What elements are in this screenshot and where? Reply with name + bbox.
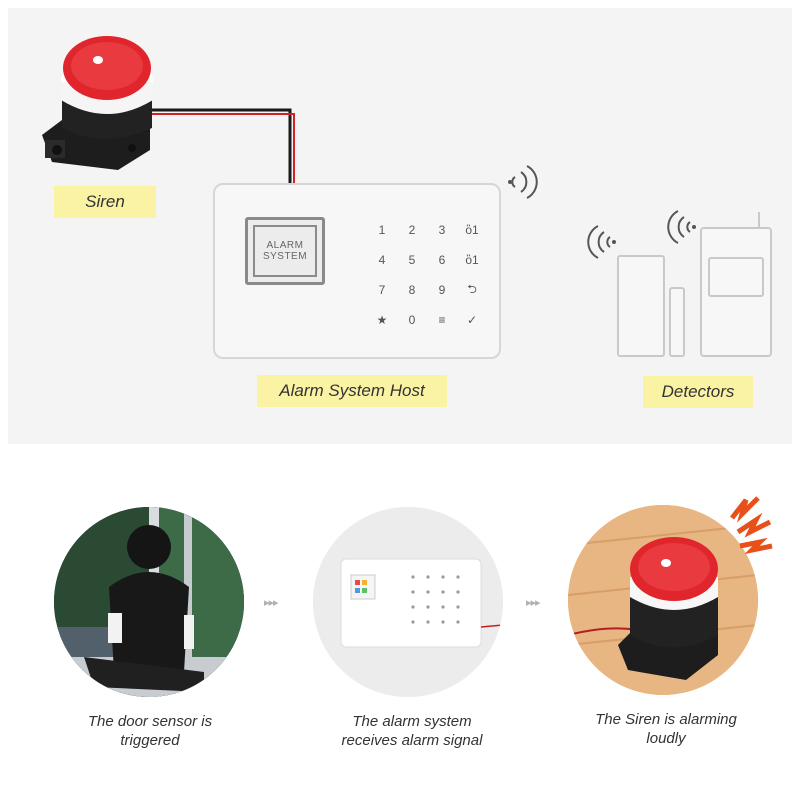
alarm-host-device: ALARM SYSTEM 1 2 3 ὂ1 4 5 6 ὂ1 7 8 9 ⮌ ★… — [213, 183, 501, 359]
step3-caption-line1: The Siren is alarming — [595, 711, 737, 728]
key-3: 3 — [438, 223, 446, 237]
key-arm-1: ὂ1 — [465, 223, 479, 237]
step1-caption-line2: triggered — [120, 732, 180, 749]
flow-arrow-2: ▸▸▸ — [526, 597, 541, 609]
key-confirm: ✓ — [466, 313, 478, 327]
step1-caption: The door sensor is triggered — [40, 712, 260, 750]
step1-caption-line1: The door sensor is — [87, 713, 213, 730]
step1-photo — [54, 507, 244, 697]
step2-caption-line1: The alarm system — [352, 713, 472, 730]
siren-wire-black — [150, 108, 292, 185]
system-diagram — [42, 36, 772, 357]
key-7: 7 — [378, 283, 386, 297]
key-0: 0 — [408, 313, 416, 327]
key-2: 2 — [408, 223, 416, 237]
key-8: 8 — [408, 283, 416, 297]
key-arm-2: ὂ1 — [465, 253, 479, 267]
step3-caption-line2: loudly — [646, 730, 686, 747]
step3-caption: The Siren is alarming loudly — [556, 710, 776, 748]
detector-signal-icon — [587, 225, 616, 259]
key-9: 9 — [438, 283, 446, 297]
key-star: ★ — [376, 313, 388, 327]
step2-caption: The alarm system receives alarm signal — [302, 712, 522, 750]
key-6: 6 — [438, 253, 446, 267]
siren-device-icon — [42, 36, 153, 170]
screen-text-line1: ALARM — [266, 240, 304, 251]
alarm-burst-icon — [730, 496, 773, 555]
screen-text-line2: SYSTEM — [262, 251, 308, 262]
alarm-host-label: Alarm System Host — [257, 375, 447, 407]
wireless-signal-icon — [508, 165, 538, 199]
door-sensor-icon — [617, 255, 685, 357]
host-keypad: 1 2 3 ὂ1 4 5 6 ὂ1 7 8 9 ⮌ ★ 0 ≡ ✓ — [367, 215, 487, 335]
flow-arrow-1: ▸▸▸ — [264, 597, 279, 609]
siren-wire-red — [150, 113, 295, 185]
siren-label: Siren — [54, 186, 156, 218]
key-menu: ≡ — [438, 313, 446, 327]
key-4: 4 — [378, 253, 386, 267]
pir-detector-icon — [700, 212, 772, 357]
key-back: ⮌ — [467, 281, 477, 296]
step3-photo — [568, 505, 758, 695]
step2-photo — [313, 507, 503, 697]
host-screen: ALARM SYSTEM — [245, 217, 325, 285]
key-5: 5 — [408, 253, 416, 267]
detector-signal-icon-2 — [667, 210, 696, 244]
key-1: 1 — [378, 223, 386, 237]
step2-caption-line2: receives alarm signal — [341, 732, 483, 749]
detectors-label: Detectors — [643, 376, 753, 408]
